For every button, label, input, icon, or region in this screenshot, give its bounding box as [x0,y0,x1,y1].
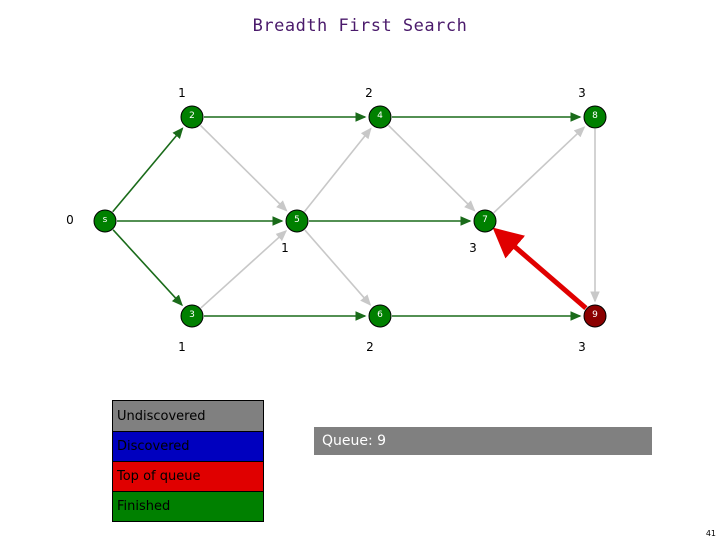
legend: Undiscovered Discovered Top of queue Fin… [112,400,264,522]
graph-node-3[interactable] [180,304,204,328]
queue-status-box: Queue: 9 [314,427,652,455]
graph-edge [199,124,288,212]
graph-node-s[interactable] [93,209,117,233]
legend-label: Finished [117,499,171,514]
graph-node-distance-7: 3 [469,241,477,255]
graph-node-6[interactable] [368,304,392,328]
graph-node-9[interactable] [583,304,607,328]
graph-edge [200,229,288,309]
graph-node-7[interactable] [473,209,497,233]
graph-node-distance-2: 1 [178,86,186,100]
graph-edge [492,227,588,311]
legend-label: Undiscovered [117,408,206,424]
graph-node-distance-5: 1 [281,241,289,255]
legend-label: Discovered [117,439,190,454]
legend-label: Top of queue [117,469,201,484]
graph-node-2[interactable] [180,105,204,129]
page-title: Breadth First Search [252,16,468,36]
page-number: 41 [705,529,716,538]
legend-item-finished: Finished [113,491,263,521]
graph-edge [493,126,586,214]
graph-node-distance-9: 3 [578,340,586,354]
graph-node-distance-s: 0 [66,213,74,227]
graph-edge [112,229,183,307]
graph-edge [112,127,184,213]
graph-edge [304,229,372,306]
legend-item-top-of-queue: Top of queue [113,461,263,491]
edges-layer [112,112,600,321]
graph-edge [303,127,372,213]
legend-item-undiscovered: Undiscovered [113,401,263,431]
graph-node-5[interactable] [285,209,309,233]
graph-node-distance-6: 2 [366,340,374,354]
graph-edge [387,124,476,212]
graph-node-distance-4: 2 [365,86,373,100]
graph-node-4[interactable] [368,105,392,129]
graph-canvas [93,105,607,328]
legend-item-discovered: Discovered [113,431,263,461]
nodes-layer [93,105,607,328]
graph-node-8[interactable] [583,105,607,129]
queue-label: Queue: 9 [322,433,387,449]
graph-node-distance-3: 1 [178,340,186,354]
graph-node-distance-8: 3 [578,86,586,100]
